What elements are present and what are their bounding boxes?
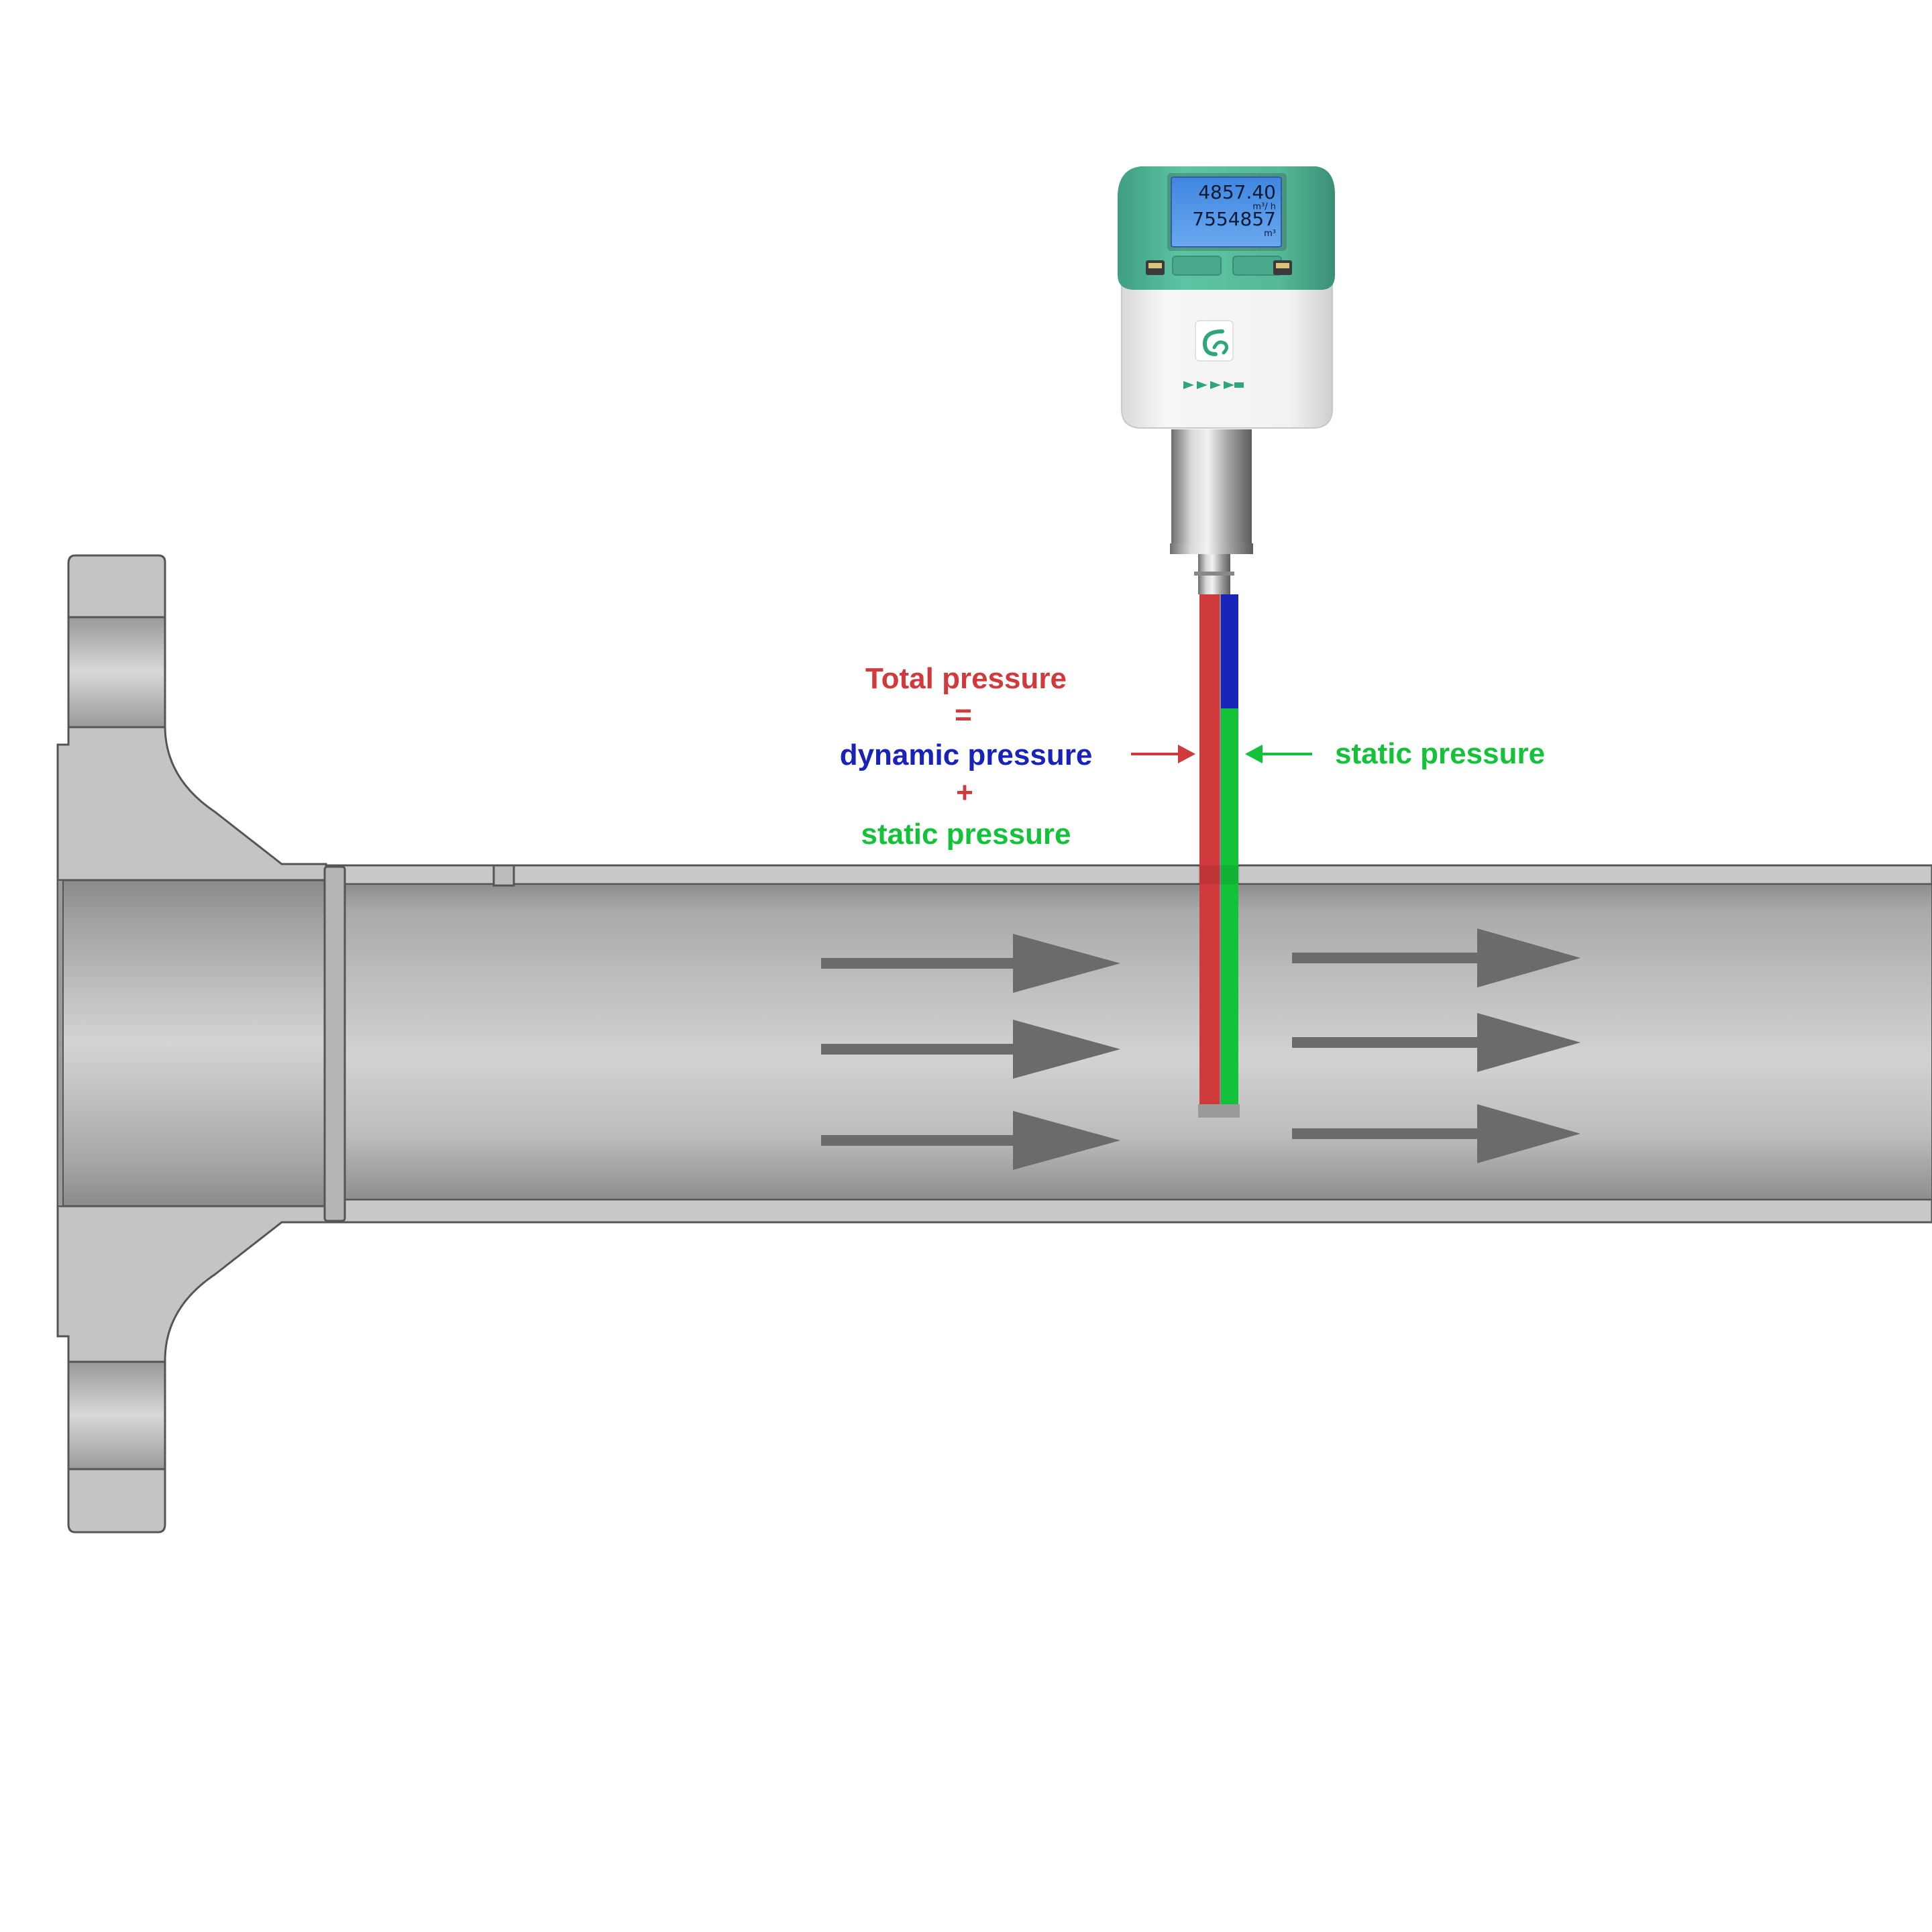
lcd-total-value: 7554857 [1192,208,1276,230]
pressure-labels: Total pressure = dynamic pressure + stat… [840,662,1545,851]
label-static-pressure-right: static pressure [1335,737,1545,770]
label-static-pressure-left: static pressure [861,818,1071,851]
flow-arrow-icon [821,934,1120,993]
pipe-wall-bottom [325,1198,1932,1224]
flow-arrow-icon [821,1020,1120,1079]
label-equals: = [955,698,972,731]
pressure-probe [1198,594,1240,1118]
lcd-total-unit: m³ [1264,229,1276,239]
pipe-wall-top [325,864,1932,885]
pipe-bore [325,883,1932,1200]
flange-bolt-bottom [67,1360,166,1470]
label-total-pressure: Total pressure [865,662,1067,695]
lcd-screen [1171,176,1282,248]
flow-sensor-device: 4857.40 m³/ h 7554857 m³ [1118,166,1335,594]
pipe-assembly [56,554,1932,1534]
flow-arrows [821,928,1580,1170]
total-pressure-pointer-icon [1131,745,1195,763]
static-pressure-pointer-icon [1245,745,1312,763]
label-plus: + [956,776,973,809]
probe-total-channel [1199,594,1220,1104]
pipe-groove [492,864,515,887]
label-dynamic-pressure: dynamic pressure [840,739,1093,771]
lcd-flow-value: 4857.40 [1198,181,1276,203]
probe-static-channel [1221,708,1238,1104]
device-button-left[interactable] [1172,256,1222,276]
flow-arrow-icon [1292,1104,1580,1163]
sensor-shaft [1171,429,1252,550]
flow-arrow-icon [1292,928,1580,987]
lcd-flow-unit: m³/ h [1252,202,1276,212]
flow-direction-icon [1183,381,1244,389]
cs-logo-icon [1195,320,1234,362]
screw-icon [1146,260,1165,275]
probe-dynamic-channel [1221,594,1238,708]
screw-icon [1273,260,1292,275]
probe-tip [1198,1104,1240,1118]
flange-bolt-top [67,616,166,729]
flow-arrow-icon [821,1111,1120,1170]
pipe-joint [323,865,346,1222]
flange-hub [59,879,327,1208]
flow-arrow-icon [1292,1013,1580,1072]
